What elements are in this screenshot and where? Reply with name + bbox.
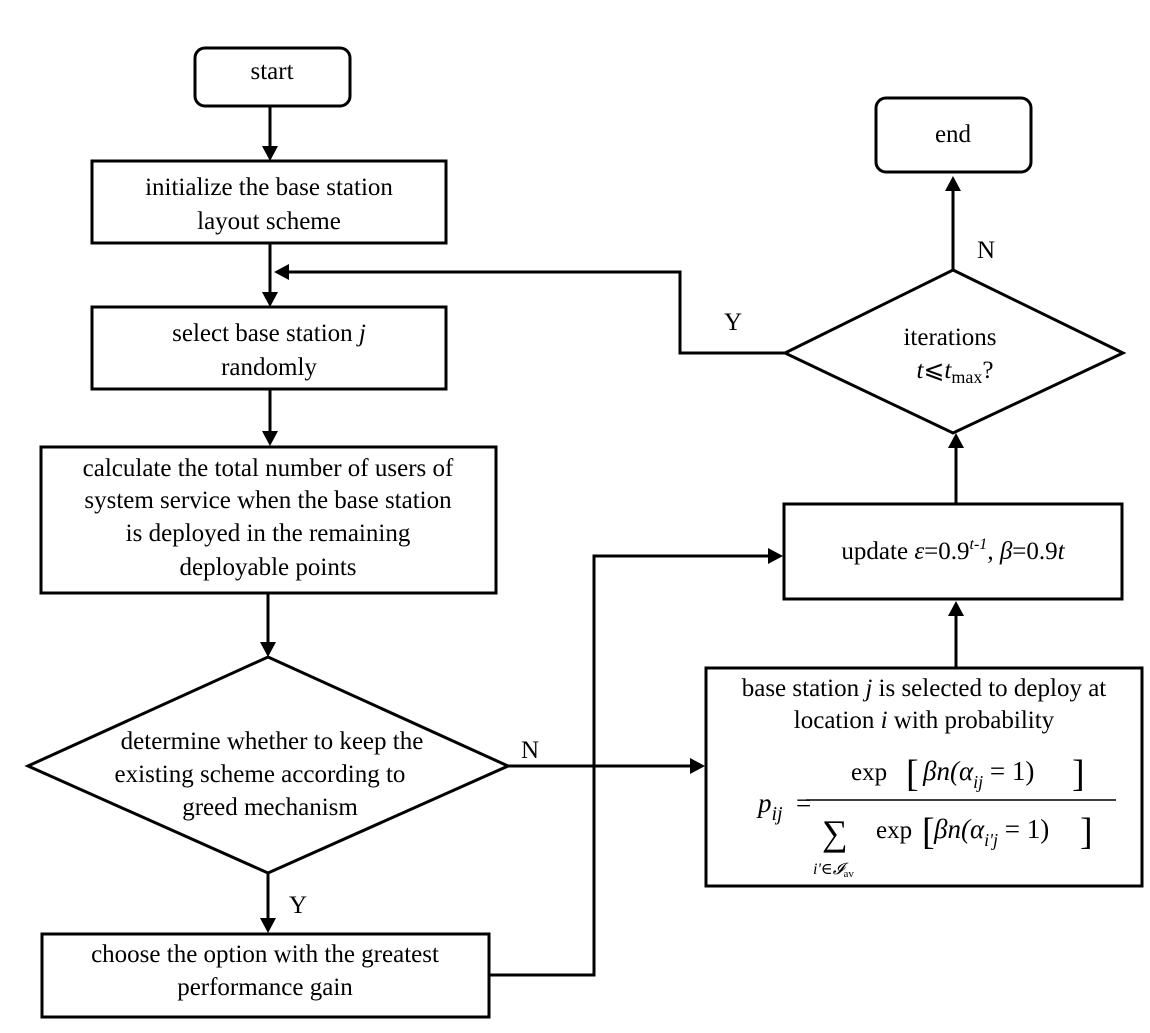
formula-sum-sub: i'∈𝓘av	[813, 861, 854, 880]
init-label-line1: initialize the base station	[145, 174, 393, 201]
edge-label-greed-no: N	[521, 737, 539, 764]
arrowhead	[262, 431, 278, 446]
formula-numerator-bracket-left: [	[906, 753, 919, 795]
edge-label-greed-yes: Y	[289, 892, 307, 919]
probability-label-line1: base station j is selected to deploy at	[742, 675, 1107, 702]
edge-choose-update	[489, 554, 768, 977]
arrowhead	[262, 292, 278, 307]
arrowhead	[260, 918, 276, 933]
probability-formula: pij = exp [ βn(αij = 1) ] ∑ i'∈𝓘av exp […	[756, 753, 1116, 880]
formula-denominator-exp: exp	[876, 817, 912, 844]
choose-node: choose the option with the greatest perf…	[40, 932, 491, 1019]
calculate-label-line2: system service when the base station	[84, 487, 452, 514]
init-node: initialize the base station layout schem…	[90, 159, 448, 245]
decision-greed-line2: existing scheme according to	[115, 761, 406, 788]
decision-greed-node: determine whether to keep the existing s…	[24, 655, 512, 875]
formula-denominator-bracket-right: ]	[1080, 811, 1093, 853]
arrowhead	[768, 548, 783, 564]
calculate-node: calculate the total number of users of s…	[39, 445, 498, 595]
select-label-line1: select base station j	[172, 320, 366, 347]
calculate-label-line4: deployable points	[179, 554, 356, 581]
edge-label-iter-no: N	[977, 237, 995, 264]
end-label: end	[935, 121, 972, 148]
arrowhead	[948, 433, 964, 448]
edge-label-iter-yes: Y	[724, 309, 742, 336]
probability-label-line2: location i with probability	[794, 707, 1055, 734]
decision-iterations-node: iterations t⩽tmax?	[781, 268, 1127, 435]
calculate-label-line3: is deployed in the remaining	[126, 520, 411, 547]
probability-node: base station j is selected to deploy at …	[704, 666, 1144, 888]
arrowhead	[274, 264, 289, 280]
decision-greed-line1: determine whether to keep the	[121, 728, 424, 755]
arrowhead	[260, 642, 276, 657]
decision-greed-line3: greed mechanism	[182, 794, 358, 821]
init-label-line2: layout scheme	[197, 208, 341, 235]
arrowhead	[945, 176, 961, 191]
decision-iter-line1: iterations	[903, 324, 996, 351]
end-node: end	[874, 96, 1033, 174]
choose-label-line2: performance gain	[177, 974, 353, 1001]
formula-numerator-bracket-right: ]	[1072, 753, 1085, 795]
calculate-label-line1: calculate the total number of users of	[83, 455, 454, 482]
arrowhead	[948, 601, 964, 616]
select-node: select base station j randomly	[90, 305, 448, 391]
formula-denominator-bracket-left: [	[922, 811, 935, 853]
formula-numerator-body: βn(αij = 1)	[922, 756, 1034, 792]
select-label-line2: randomly	[221, 354, 317, 381]
update-label: update ε=0.9t-1, β=0.9t	[841, 536, 1065, 565]
edges	[260, 106, 964, 977]
decision-iter-line2: t⩽tmax?	[917, 357, 994, 387]
formula-equals: =	[796, 788, 811, 818]
update-node: update ε=0.9t-1, β=0.9t	[782, 502, 1124, 601]
formula-lhs: pij	[756, 788, 783, 825]
arrowhead	[690, 758, 705, 774]
formula-denominator-body: βn(αi'j = 1)	[933, 814, 1049, 850]
formula-sum: ∑	[822, 813, 848, 853]
start-label: start	[250, 58, 293, 85]
start-node: start	[193, 46, 352, 108]
edge-iterations-select	[289, 270, 785, 355]
arrowhead	[262, 146, 278, 161]
choose-label-line1: choose the option with the greatest	[91, 941, 439, 968]
formula-numerator-exp: exp	[851, 759, 887, 786]
